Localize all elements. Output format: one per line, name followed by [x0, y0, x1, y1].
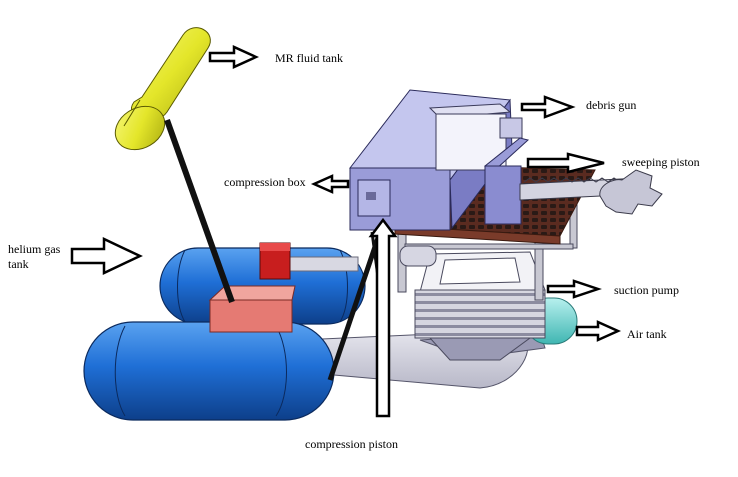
label-mr-fluid-tank: MR fluid tank: [275, 51, 343, 65]
sweeping-piston: [484, 137, 663, 225]
pink-block: [208, 285, 296, 333]
label-helium-gas-tank-line1: helium gas: [8, 242, 61, 256]
label-compression-box: compression box: [224, 175, 306, 189]
arrow-air-tank: [575, 320, 622, 342]
suction-pump-hopper: [414, 251, 546, 361]
label-helium-gas-tank-line2: tank: [8, 257, 29, 271]
debris-gun: [428, 103, 523, 171]
label-compression-piston: compression piston: [305, 437, 398, 451]
arrow-suction-pump: [546, 279, 602, 299]
arrow-compression-box: [310, 174, 350, 194]
mr-fluid-tank: [114, 27, 211, 151]
arrow-debris-gun: [520, 95, 576, 119]
label-air-tank: Air tank: [627, 327, 667, 341]
label-suction-pump: suction pump: [614, 283, 679, 297]
label-sweeping-piston: sweeping piston: [622, 155, 700, 169]
helium-tank-front: [83, 321, 335, 421]
callout-arrows: [70, 45, 622, 418]
label-debris-gun: debris gun: [586, 98, 637, 112]
arrow-helium-tank: [70, 237, 143, 275]
lower-cylinder: [399, 245, 437, 267]
arrow-compression-piston: [368, 217, 398, 418]
arrow-mr-fluid-tank: [208, 45, 260, 69]
red-valve-block: [259, 242, 359, 280]
arrow-sweeping-piston: [526, 152, 605, 174]
